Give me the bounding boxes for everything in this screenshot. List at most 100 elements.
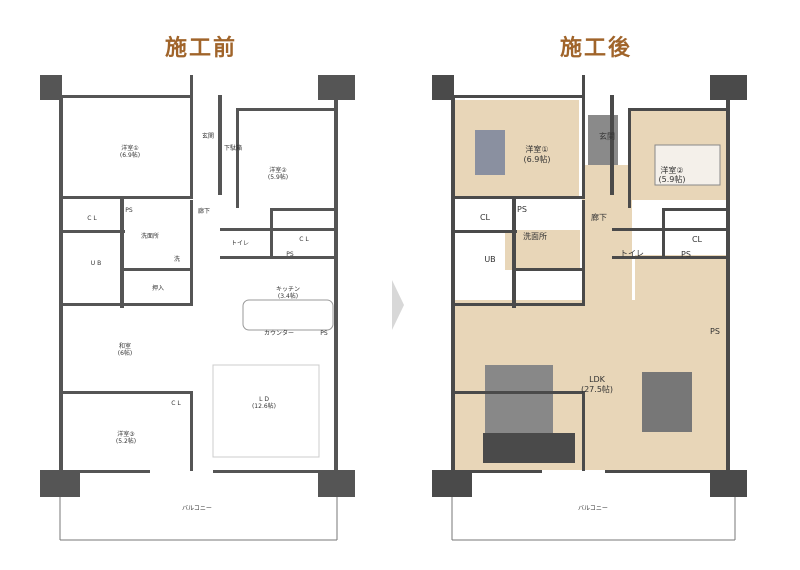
room-label: U B <box>91 260 101 267</box>
wall <box>190 391 193 471</box>
before-plan: 洋室① (6.9帖) 玄関 下駄箱 洋室② (5.9帖) C L 廊下 PS 洗… <box>40 75 355 541</box>
wall <box>451 303 585 306</box>
room-label: トイレ <box>620 249 644 258</box>
wall <box>628 108 631 208</box>
wall <box>40 75 62 100</box>
room-label: CL <box>480 213 491 222</box>
balcony-before <box>59 497 338 541</box>
wall <box>220 256 337 259</box>
room-label: バルコニー <box>578 505 608 512</box>
room-label: 和室 <box>119 342 131 350</box>
rug <box>485 365 553 440</box>
room-label: 玄関 <box>599 131 615 141</box>
wall <box>582 75 585 198</box>
room-label: 洋室② <box>660 165 683 175</box>
wall <box>432 75 454 100</box>
room-label: L D <box>259 396 269 403</box>
wall <box>270 208 273 256</box>
wall <box>272 208 337 211</box>
wall <box>122 268 193 271</box>
bed <box>654 144 721 186</box>
wall <box>710 470 747 497</box>
room-size: (5.2帖) <box>116 437 136 445</box>
wall <box>610 95 614 195</box>
room-label: 玄関 <box>202 132 214 140</box>
room-size: (6.9帖) <box>120 151 140 159</box>
room-label: カウンター <box>264 329 294 337</box>
room-label: UB <box>484 255 495 264</box>
room-label: トイレ <box>231 240 249 247</box>
wall <box>612 228 729 231</box>
wall <box>512 198 516 308</box>
dining-table <box>642 372 692 432</box>
wall <box>80 470 150 473</box>
after-title: 施工後 <box>560 35 633 61</box>
wall <box>120 198 124 308</box>
wall <box>629 108 729 111</box>
rug <box>475 130 505 175</box>
wall <box>237 108 337 111</box>
wall <box>59 95 63 470</box>
wall <box>726 95 730 470</box>
room-label: 洗 <box>174 255 180 263</box>
wall <box>472 470 542 473</box>
room-label: 洋室① <box>525 144 548 154</box>
wall <box>451 95 455 470</box>
room-label: 下駄箱 <box>224 144 242 152</box>
room-size: (27.5帖) <box>581 384 613 394</box>
wall <box>605 470 710 473</box>
wall <box>40 470 80 497</box>
room-size: (12.6帖) <box>252 402 276 410</box>
room-label: 押入 <box>152 284 164 292</box>
wall <box>664 208 729 211</box>
room-label: C L <box>299 236 309 243</box>
room-label: PS <box>681 250 691 259</box>
wall <box>334 95 338 470</box>
wall <box>582 391 585 471</box>
room-label: PS <box>125 207 133 214</box>
wall <box>59 303 193 306</box>
wall <box>59 391 193 394</box>
room-label: C L <box>171 400 181 407</box>
room-size: (5.9帖) <box>659 174 686 184</box>
wall <box>220 228 337 231</box>
wall <box>432 470 472 497</box>
before-title: 施工前 <box>165 35 238 61</box>
wall <box>451 230 517 233</box>
room-size: (6帖) <box>118 349 133 357</box>
room-label: CL <box>692 235 703 244</box>
wall <box>318 470 355 497</box>
room-label: LDK <box>589 375 606 384</box>
room-label: PS <box>320 330 328 337</box>
wall <box>582 200 585 305</box>
room-label: PS <box>710 327 720 336</box>
room-label: 洗面所 <box>141 232 159 240</box>
wall <box>190 75 193 198</box>
room-label: バルコニー <box>182 505 212 512</box>
wall <box>190 200 193 305</box>
wall <box>451 196 585 199</box>
balcony-after <box>451 497 736 541</box>
room-label: PS <box>517 205 527 214</box>
wall <box>213 470 318 473</box>
sofa <box>483 433 575 463</box>
wall <box>59 95 191 98</box>
wall <box>59 196 193 199</box>
room-label: キッチン <box>276 286 300 293</box>
ld-rug <box>212 364 320 458</box>
wall <box>514 268 585 271</box>
wall <box>236 108 239 208</box>
wall <box>451 95 583 98</box>
room-label: 洋室③ <box>117 430 134 438</box>
wall <box>59 230 125 233</box>
room-label: 廊下 <box>591 212 607 222</box>
room-label: 廊下 <box>198 207 210 215</box>
kitchen-counter <box>242 299 334 331</box>
after-plan: 洋室① (6.9帖) 玄関 洋室② (5.9帖) CL PS 廊下 洗面所 CL… <box>432 75 747 541</box>
wall <box>662 208 665 256</box>
room-size: (6.9帖) <box>524 154 551 164</box>
room-size: (3.4帖) <box>278 292 298 300</box>
wall <box>612 256 729 259</box>
room-size: (5.9帖) <box>268 173 288 181</box>
